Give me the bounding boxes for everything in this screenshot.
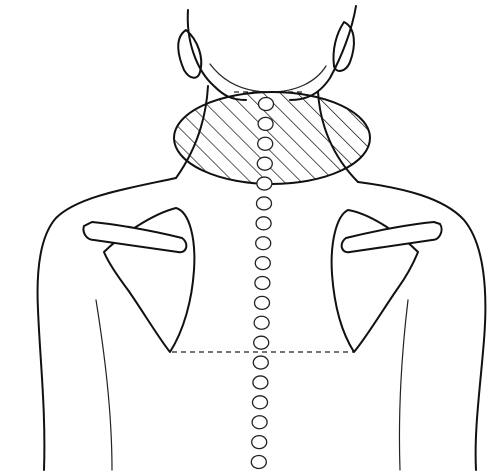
vertebra (252, 436, 267, 449)
vertebra (259, 98, 274, 111)
vertebra (257, 197, 272, 210)
vertebra (256, 217, 271, 230)
vertebra (253, 376, 268, 389)
vertebra (257, 157, 272, 170)
vertebra (253, 396, 268, 409)
vertebra (258, 137, 273, 150)
vertebra (256, 237, 271, 250)
vertebra (255, 277, 270, 290)
vertebra (254, 336, 269, 349)
vertebra (252, 416, 267, 429)
vertebra (254, 316, 269, 329)
vertebra (258, 117, 273, 130)
vertebra (257, 177, 272, 190)
vertebra (251, 456, 266, 469)
vertebra (255, 257, 270, 270)
head-outline (188, 6, 356, 100)
vertebra (255, 296, 270, 309)
vertebra (253, 356, 268, 369)
right-scapula (332, 210, 442, 352)
